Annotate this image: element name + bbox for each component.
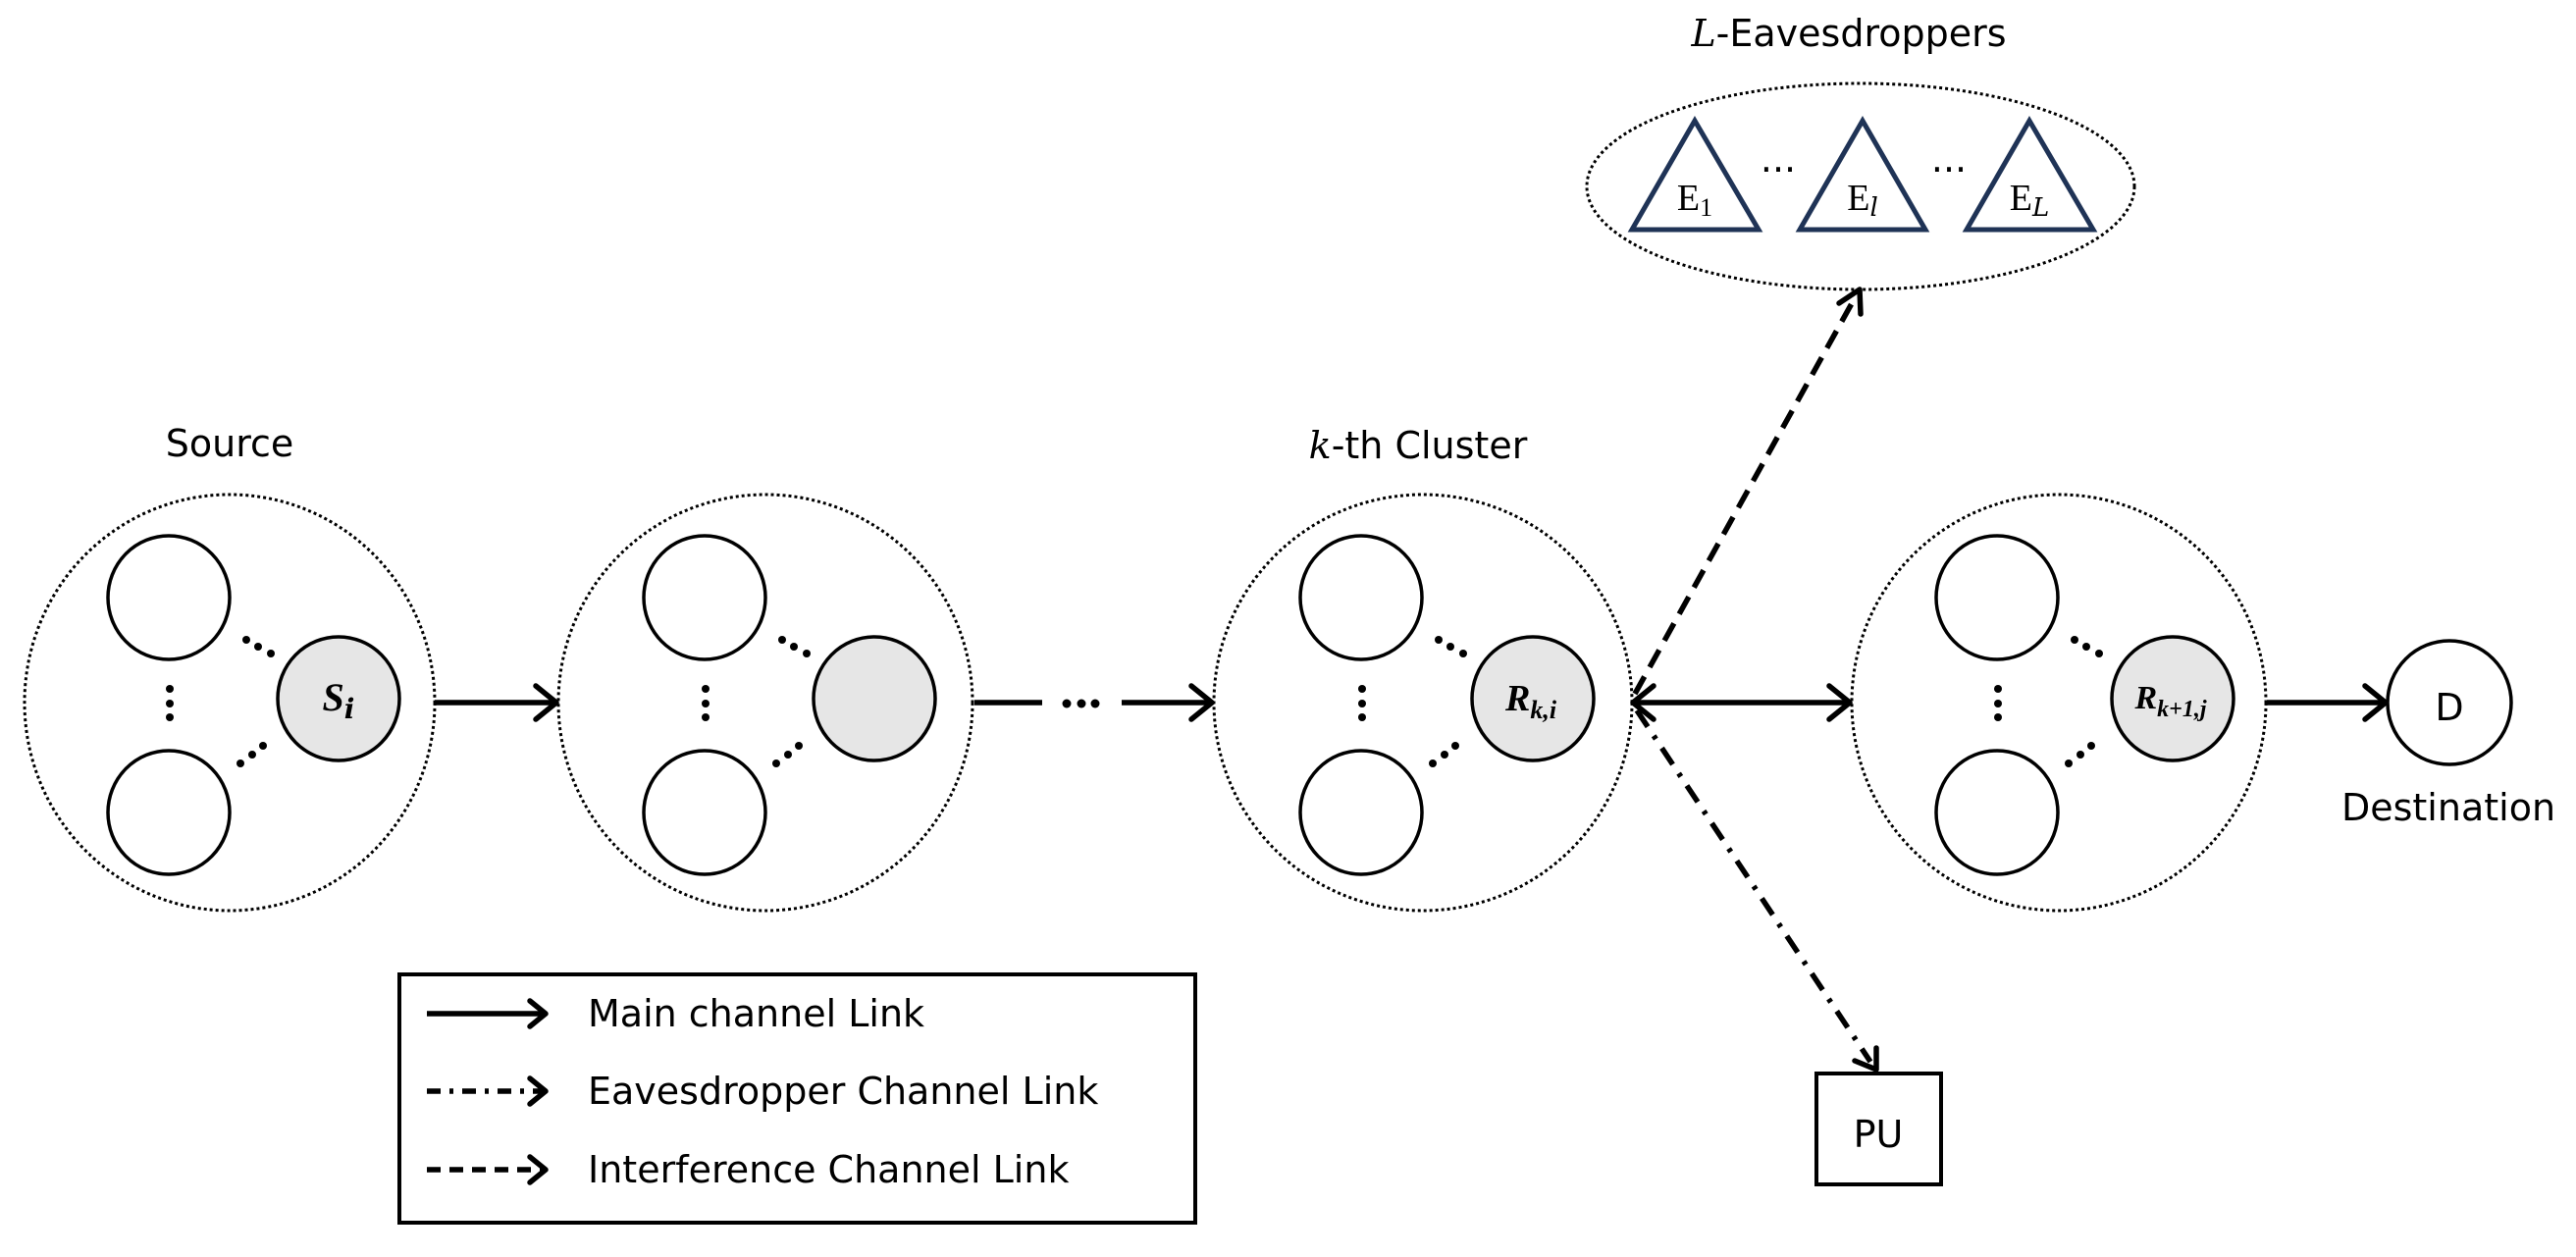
- legend-item-eavesdropper: Eavesdropper Channel Link: [427, 1070, 1098, 1113]
- node: [642, 534, 767, 661]
- eavesdropper-link: [1634, 708, 1879, 1073]
- selected-relay-node-k: [1470, 635, 1596, 762]
- arrowhead-icon: [527, 998, 549, 1029]
- eavesdroppers-label-text: -Eavesdroppers: [1716, 12, 2007, 55]
- destination-node: D Destination: [2341, 639, 2555, 829]
- legend: Main channel Link Eavesdropper Channel L…: [397, 972, 1197, 1225]
- kth-cluster: Rk,i: [1212, 493, 1634, 913]
- vertical-ellipsis-icon: [1358, 685, 1366, 721]
- diagonal-ellipsis-icon: [772, 636, 811, 767]
- source-label: Source: [166, 422, 294, 465]
- eavesdropper-group: L-Eavesdroppers E1 ··· El ··· EL: [1585, 12, 2136, 291]
- legend-item-interference: Interference Channel Link: [427, 1148, 1069, 1191]
- eavesdropper-L: EL: [1962, 116, 2098, 233]
- arrowhead-icon: [1836, 287, 1864, 317]
- triangle-icon: [1795, 115, 1930, 233]
- triangle-icon: [1962, 116, 2098, 233]
- arrowhead-icon: [1852, 1045, 1879, 1073]
- pu-label: PU: [1854, 1113, 1904, 1156]
- arrowhead-icon: [527, 1154, 549, 1185]
- main-link-1: [435, 683, 559, 722]
- destination-node-label: D: [2435, 686, 2463, 729]
- vertical-ellipsis-icon: [166, 685, 174, 721]
- node: [642, 749, 767, 876]
- relay-k1-label: Rk+1,j: [2133, 680, 2206, 722]
- ellipsis: ···: [1761, 148, 1796, 191]
- eavesdropper-1: E1: [1627, 116, 1763, 233]
- arrowhead-icon: [533, 683, 559, 722]
- kth-cluster-label: k-th Cluster: [1309, 424, 1528, 467]
- arrowhead-icon: [527, 1075, 549, 1107]
- node: [1934, 534, 2060, 661]
- cluster-boundary: [556, 493, 974, 913]
- selected-relay-node-k1: [2110, 635, 2235, 762]
- legend-label: Main channel Link: [588, 992, 924, 1035]
- vertical-ellipsis-icon: [1994, 685, 2002, 721]
- legend-label: Interference Channel Link: [588, 1148, 1069, 1191]
- node: [1934, 749, 2060, 876]
- main-link-2: [974, 683, 1215, 722]
- arrowhead-icon: [1188, 683, 1215, 722]
- node: [106, 749, 232, 876]
- node: [106, 534, 232, 661]
- selected-source-node: [276, 635, 401, 762]
- diagonal-ellipsis-icon: [2065, 636, 2103, 767]
- interference-link: [1632, 287, 1864, 696]
- horizontal-ellipsis-icon: [1062, 699, 1100, 708]
- eavesdropper-l: El: [1795, 115, 1930, 233]
- diagonal-ellipsis-icon: [237, 636, 275, 767]
- main-link-4: [2267, 683, 2389, 722]
- diagonal-ellipsis-icon: [1429, 636, 1467, 767]
- legend-item-main: Main channel Link: [427, 992, 924, 1035]
- ellipsis: ···: [1931, 148, 1967, 191]
- relay-cluster-2: [556, 493, 974, 913]
- eavesdropper-cluster-boundary: [1585, 81, 2136, 291]
- main-link-3: [1630, 683, 1853, 722]
- source-cluster: Si: [23, 493, 437, 913]
- arrowhead-icon: [1826, 683, 1853, 722]
- triangle-icon: [1627, 116, 1763, 233]
- cluster-boundary: [1850, 493, 2268, 913]
- eavesdroppers-label-var: L: [1690, 12, 1715, 55]
- relay-k-label: Rk,i: [1504, 678, 1557, 724]
- primary-user: PU: [1814, 1072, 1943, 1186]
- legend-label: Eavesdropper Channel Link: [588, 1070, 1098, 1113]
- pu-box: [1814, 1072, 1943, 1186]
- k-plus-1-cluster: Rk+1,j: [1850, 493, 2268, 913]
- eavesdropper-1-label: E1: [1677, 178, 1712, 222]
- selected-relay-node: [812, 635, 937, 762]
- source-node-label: Si: [323, 675, 355, 725]
- arrowhead-icon: [1630, 683, 1656, 722]
- destination-label: Destination: [2341, 786, 2555, 829]
- eavesdropper-l-label: El: [1847, 178, 1878, 223]
- node: [1298, 749, 1424, 876]
- node: [1298, 534, 1424, 661]
- eavesdroppers-label: L-Eavesdroppers: [1690, 12, 2006, 55]
- vertical-ellipsis-icon: [702, 685, 710, 721]
- eavesdropper-L-label: EL: [2010, 178, 2049, 223]
- arrowhead-icon: [2362, 683, 2389, 722]
